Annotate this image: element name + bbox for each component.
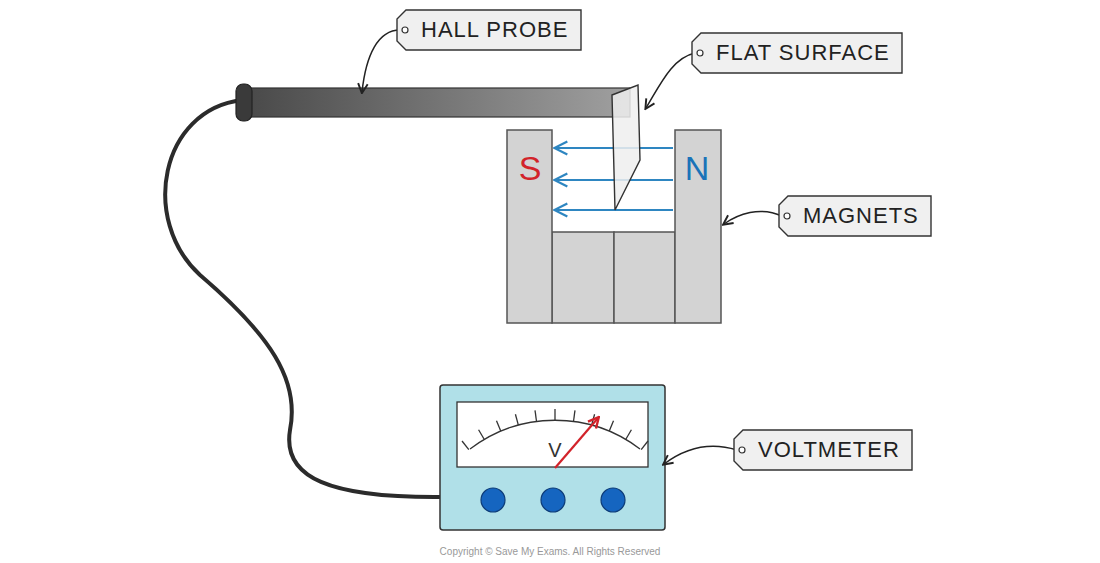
leader-lines: [362, 30, 782, 464]
callout-tag: VOLTMETER: [734, 430, 912, 470]
tag-text: FLAT SURFACE: [692, 33, 902, 73]
pole-label: S: [519, 149, 542, 188]
copyright-watermark: Copyright © Save My Exams. All Rights Re…: [440, 546, 661, 557]
tag-text: HALL PROBE: [397, 10, 581, 50]
probe-handle-end: [236, 84, 252, 121]
voltmeter-body: [440, 385, 665, 530]
callout-tag: FLAT SURFACE: [692, 33, 902, 73]
tag-text: VOLTMETER: [734, 430, 912, 470]
pole-label: N: [685, 149, 710, 188]
flat-surface: [612, 85, 640, 210]
meter-unit: V: [548, 439, 561, 462]
voltmeter-display: [457, 402, 648, 467]
tag-text: MAGNETS: [779, 196, 931, 236]
probe-rod: [250, 88, 630, 117]
probe-cable: [165, 100, 442, 497]
callout-tag: HALL PROBE: [397, 10, 581, 50]
callout-tag: MAGNETS: [779, 196, 931, 236]
voltmeter-buttons: [481, 488, 625, 512]
